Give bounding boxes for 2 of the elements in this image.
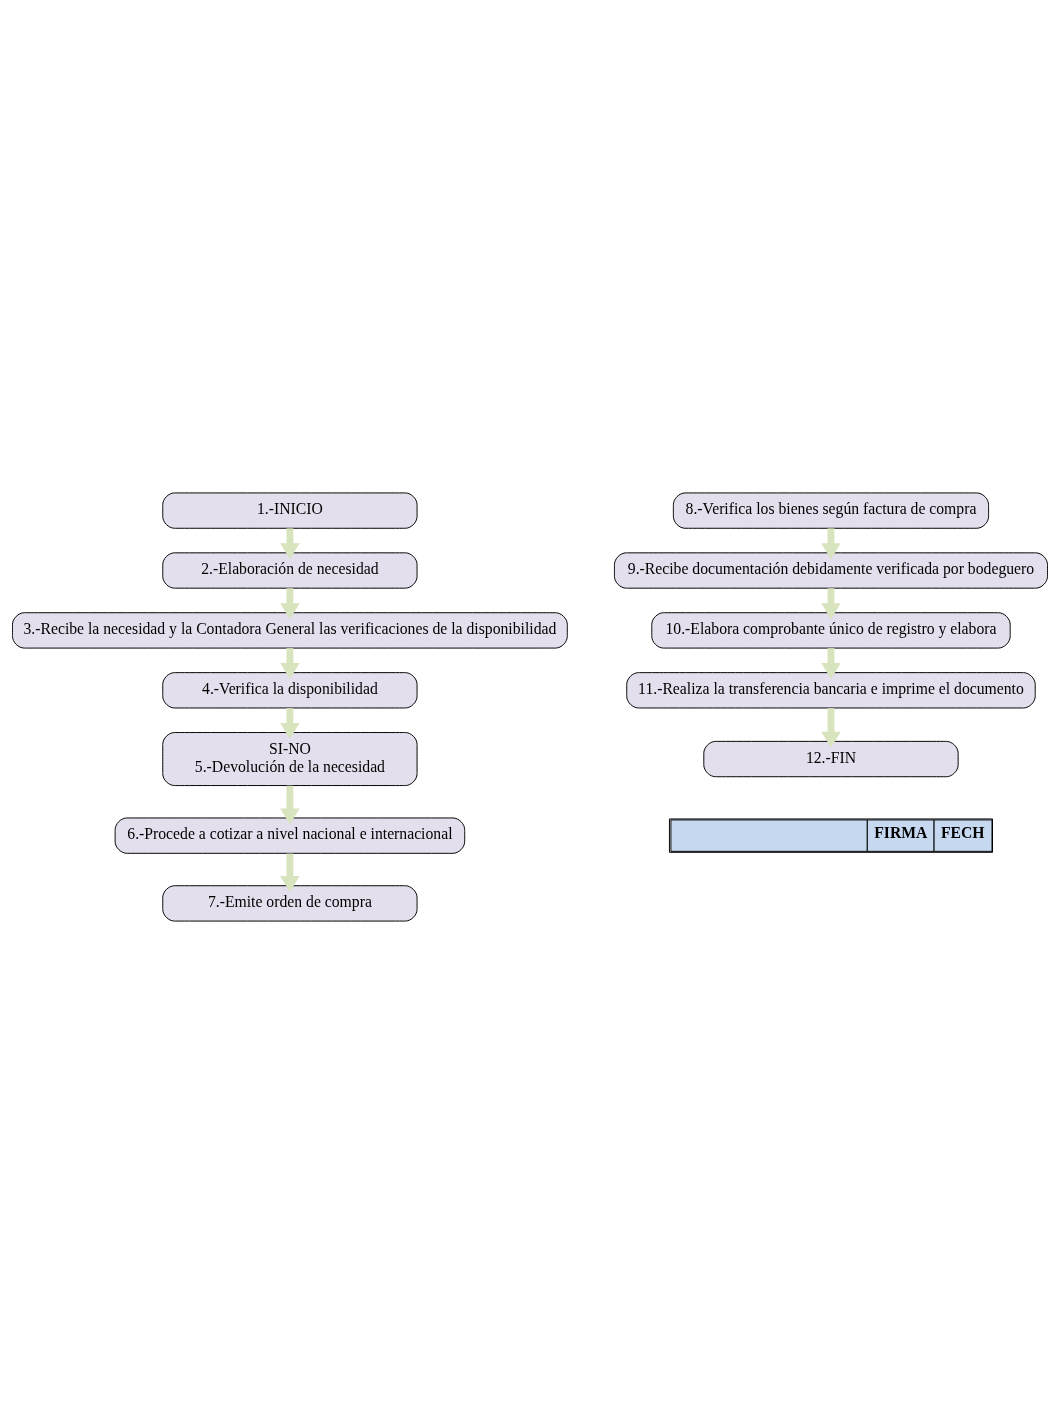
label: FIRMA bbox=[874, 824, 928, 842]
label: FECH bbox=[940, 824, 985, 842]
